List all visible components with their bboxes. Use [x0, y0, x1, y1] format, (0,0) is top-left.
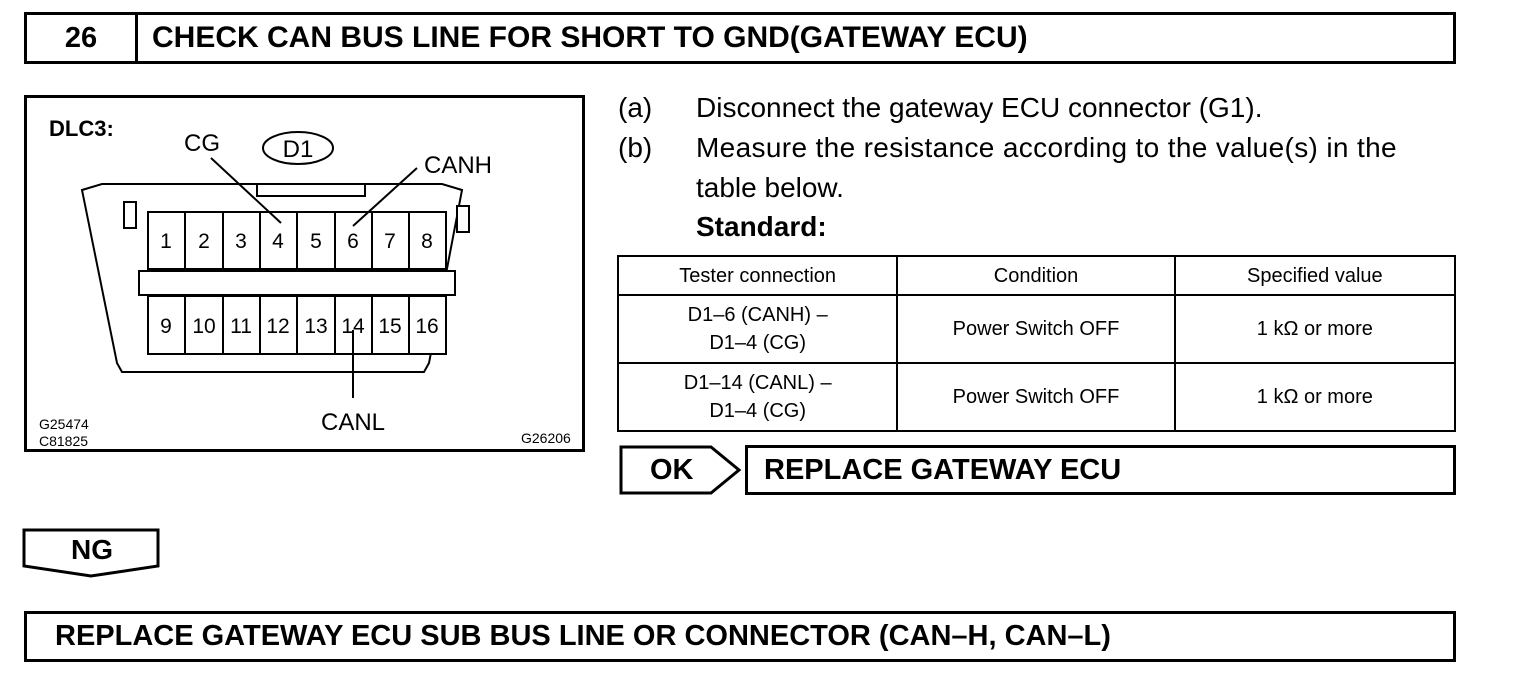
cg-leader: [210, 157, 282, 224]
connector-key: [256, 183, 366, 197]
left-latch: [123, 201, 137, 229]
pin-3: 3: [235, 230, 247, 253]
ok-label: OK: [650, 453, 694, 486]
step-title: CHECK CAN BUS LINE FOR SHORT TO GND(GATE…: [152, 21, 1028, 54]
pin-2: 2: [198, 230, 210, 253]
connector-outline: [80, 183, 464, 373]
step-number: 26: [27, 15, 138, 61]
table-row: D1–14 (CANL) – D1–4 (CG) Power Switch OF…: [616, 362, 1457, 432]
cell-connection: D1–14 (CANL) – D1–4 (CG): [616, 362, 899, 432]
right-latch: [456, 205, 470, 233]
pin-11: 11: [230, 315, 252, 338]
pin-9: 9: [160, 315, 172, 338]
ng-result-box: REPLACE GATEWAY ECU SUB BUS LINE OR CONN…: [24, 611, 1456, 662]
table-row: D1–6 (CANH) – D1–4 (CG) Power Switch OFF…: [616, 294, 1457, 364]
ref-code-3: G26206: [521, 430, 571, 446]
ok-result-box: REPLACE GATEWAY ECU: [745, 445, 1456, 495]
standard-label: Standard:: [696, 211, 827, 242]
connection-line-2: D1–4 (CG): [709, 332, 807, 354]
pin-4: 4: [272, 230, 284, 253]
instruction-b-text: Measure the resistance according to the …: [696, 132, 1397, 163]
d1-badge: [262, 131, 334, 165]
canl-label: CANL: [321, 409, 385, 436]
pin-5: 5: [310, 230, 322, 253]
instruction-a-text: Disconnect the gateway ECU connector (G1…: [696, 92, 1263, 123]
cell-value: 1 kΩ or more: [1173, 362, 1457, 432]
pin-16: 16: [415, 315, 438, 338]
ng-label: NG: [71, 534, 113, 565]
pin-6: 6: [347, 230, 359, 253]
table-header-row: Tester connection Condition Specified va…: [616, 255, 1457, 296]
pin-15: 15: [378, 315, 401, 338]
cg-label: CG: [184, 130, 220, 157]
spec-table: Tester connection Condition Specified va…: [616, 255, 1457, 432]
cell-value: 1 kΩ or more: [1173, 294, 1457, 364]
step-header: 26 CHECK CAN BUS LINE FOR SHORT TO GND(G…: [24, 12, 1456, 64]
ok-arrow-shape: [619, 445, 742, 495]
header-specified-value: Specified value: [1173, 255, 1457, 296]
connection-line-1: D1–14 (CANL) –: [683, 372, 832, 394]
pin-14: 14: [341, 315, 365, 338]
header-condition: Condition: [896, 255, 1176, 296]
pin-8: 8: [421, 230, 433, 253]
pin-12: 12: [266, 315, 289, 338]
divider-bar: [138, 270, 456, 296]
connection-line-1: D1–6 (CANH) –: [687, 304, 828, 326]
pin-10: 10: [192, 315, 215, 338]
canh-leader: [352, 167, 418, 227]
ref-code-1: G25474: [39, 416, 89, 432]
connection-line-2: D1–4 (CG): [709, 400, 807, 422]
d1-label: D1: [283, 136, 314, 163]
ref-code-2: C81825: [39, 433, 88, 449]
pin-7: 7: [384, 230, 396, 253]
dlc3-connector-figure: 1 2 3 4 5 6 7 8 9 10 11 12 13 14 15 16 D…: [24, 95, 585, 452]
instruction-b-label: (b): [618, 132, 653, 163]
instruction-b-text-cont: table below.: [696, 172, 844, 203]
canh-label: CANH: [424, 152, 492, 179]
dlc3-label: DLC3:: [49, 116, 114, 141]
instruction-a-label: (a): [618, 92, 653, 123]
cell-condition: Power Switch OFF: [896, 294, 1176, 364]
cell-connection: D1–6 (CANH) – D1–4 (CG): [616, 294, 899, 364]
pin-13: 13: [304, 315, 327, 338]
ng-arrow-shape: [22, 528, 160, 578]
pin-1: 1: [160, 230, 172, 253]
header-tester-connection: Tester connection: [616, 255, 899, 296]
cell-condition: Power Switch OFF: [896, 362, 1176, 432]
